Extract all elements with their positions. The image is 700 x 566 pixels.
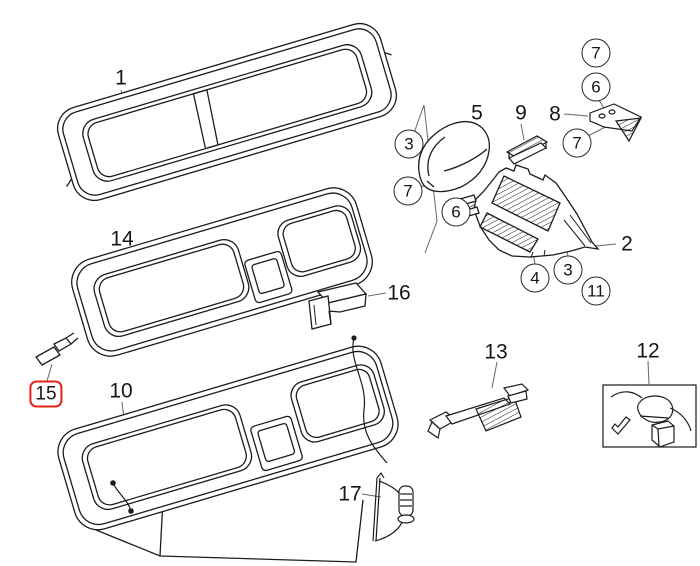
part-16-drawing xyxy=(308,282,368,330)
part-9-drawing xyxy=(505,135,549,165)
part-2-drawing xyxy=(459,164,600,259)
callout-16[interactable]: 16 xyxy=(387,281,411,305)
callout-2[interactable]: 2 xyxy=(621,232,633,256)
part-10-cords-drawing xyxy=(110,335,388,514)
callout-1[interactable]: 1 xyxy=(115,66,127,90)
part-12-drawing xyxy=(602,384,697,448)
part-5-drawing xyxy=(418,120,491,193)
part-14-shelf-drawing xyxy=(71,187,373,357)
callout-8[interactable]: 8 xyxy=(549,102,561,126)
callout-15-highlighted[interactable]: 15 xyxy=(29,380,63,408)
part-15-drawing xyxy=(35,332,79,366)
callout-circle-7-top[interactable]: 7 xyxy=(581,38,611,68)
callout-14[interactable]: 14 xyxy=(110,227,134,251)
callout-circle-11[interactable]: 11 xyxy=(581,276,611,306)
callout-9[interactable]: 9 xyxy=(515,101,527,125)
callout-circle-4[interactable]: 4 xyxy=(520,263,550,293)
callout-circle-6-left[interactable]: 6 xyxy=(441,197,471,227)
callout-circle-6-top[interactable]: 6 xyxy=(581,72,611,102)
part-13-drawing xyxy=(427,383,530,440)
callout-10[interactable]: 10 xyxy=(109,379,133,403)
callout-17[interactable]: 17 xyxy=(338,482,362,506)
callout-circle-3-left[interactable]: 3 xyxy=(394,129,424,159)
callout-circle-7-left[interactable]: 7 xyxy=(393,176,423,206)
part-1-shelf-drawing xyxy=(56,22,398,202)
callout-5[interactable]: 5 xyxy=(471,101,483,125)
part-8-drawing xyxy=(589,103,643,143)
callout-circle-7-right[interactable]: 7 xyxy=(562,128,592,158)
part-17-drawing xyxy=(372,471,415,542)
callout-circle-3-right[interactable]: 3 xyxy=(553,255,583,285)
callout-13[interactable]: 13 xyxy=(484,340,508,364)
callout-12[interactable]: 12 xyxy=(636,339,660,363)
part-10-shelf-drawing xyxy=(57,345,399,531)
